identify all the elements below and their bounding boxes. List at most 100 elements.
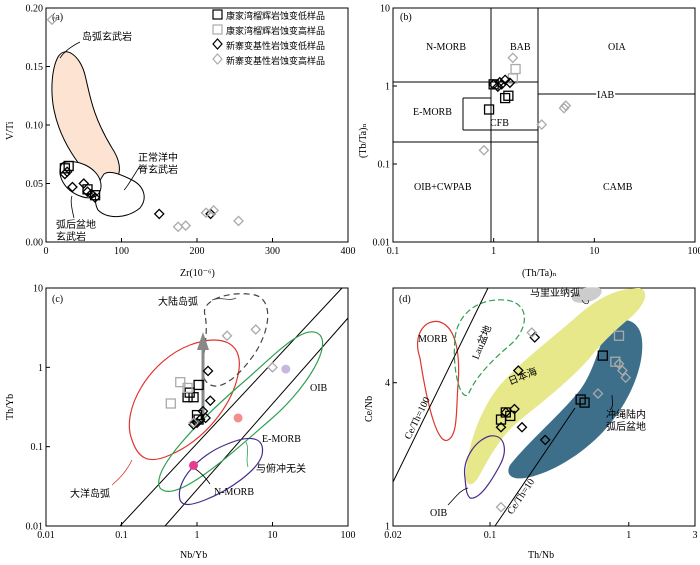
x-tick-label: 400 (341, 246, 356, 257)
legend-marker-1 (213, 10, 222, 19)
unrelated-label: 与俯冲无关 (256, 462, 306, 475)
data-point-diamond (234, 216, 243, 225)
y-tick-label: 0.05 (26, 179, 44, 190)
data-point-diamond (479, 146, 488, 155)
y-tick-label: 10 (380, 4, 390, 15)
morb-label-1: 正常洋中 (138, 151, 178, 164)
morb-field (96, 172, 145, 216)
oceanic-arc-label: 大洋岛弧 (70, 487, 110, 500)
y-axis-label-a: V/Ti (5, 121, 16, 140)
x-tick-label: 100 (114, 246, 129, 257)
morb-label-2: 脊玄武岩 (138, 163, 178, 176)
okinawa-label-1: 冲绳陆内 (606, 408, 646, 421)
nmorb-label: N-MORB (214, 487, 254, 498)
x-tick-label: 100 (341, 530, 356, 541)
x-tick-label: 0.1 (115, 530, 128, 541)
data-point-diamond (174, 222, 183, 231)
x-tick-label: 100 (688, 246, 700, 257)
oib-label: OIB (310, 383, 328, 394)
legend-label-2: 康家湾榴辉岩蚀变高样品 (226, 25, 325, 36)
x-axis-label-b: (Th/Ta)ₙ (522, 268, 557, 279)
field-label-emorb: E-MORB (413, 107, 452, 118)
legend-label-1: 康家湾榴辉岩蚀变低样品 (226, 10, 325, 21)
legend-marker-2 (213, 25, 222, 34)
c-leader-oc-arc (112, 460, 132, 485)
y-tick-label: 10 (33, 284, 43, 295)
panel-d-label: (d) (399, 294, 411, 305)
field-label-oia: OIA (608, 42, 627, 53)
d-leader-oib (448, 488, 468, 505)
y-tick-label: 0.20 (26, 4, 44, 15)
y-tick-label: 0.15 (26, 62, 44, 73)
field-label-cfb: CFB (490, 118, 509, 129)
field-label-oib-cwpab: OIB+CWPAB (414, 182, 472, 193)
legend-marker-3 (213, 39, 222, 49)
data-point-square (501, 94, 510, 103)
x-tick-label: 0 (44, 246, 49, 257)
reference-point-n-morb (189, 461, 198, 470)
x-tick-label: 300 (265, 246, 280, 257)
y-tick-label: 0.1 (31, 442, 44, 453)
y-tick-label: 1 (385, 82, 390, 93)
x-axis-label-d: Th/Nb (528, 550, 554, 560)
okinawa-label-2: 弧后盆地 (606, 420, 646, 433)
y-tick-label: 0.01 (373, 238, 391, 249)
data-point-square (504, 91, 513, 100)
island-arc-label: 岛弧玄武岩 (82, 30, 132, 43)
oib-label-d: OIB (430, 508, 448, 519)
panel-c-label: (c) (52, 294, 63, 305)
y-tick-label: 0.01 (26, 522, 44, 533)
enrichment-arrow-head (197, 332, 209, 350)
data-point-diamond (206, 396, 215, 405)
ce-th-10-label: Ce/Th=10 (505, 477, 537, 517)
y-tick-label: 0.1 (378, 160, 391, 171)
panel-b-label: (b) (400, 12, 412, 23)
legend: 康家湾榴辉岩蚀变低样品 康家湾榴辉岩蚀变高样品 新寨变基性岩蚀变低样品 新寨变基… (213, 10, 325, 66)
field-label-camb: CAMB (603, 182, 633, 193)
backarc-label-2: 玄武岩 (56, 230, 86, 243)
x-tick-label: 1 (195, 530, 200, 541)
legend-label-4: 新寨变基性岩蚀变高样品 (226, 55, 325, 66)
y-axis-label-c: Th/Yb (5, 394, 16, 420)
x-axis-label-c: Nb/Yb (180, 550, 207, 560)
data-point-diamond (223, 331, 232, 340)
y-tick-label: 4 (385, 378, 390, 389)
c-leader-unrelated (246, 442, 248, 467)
data-point-diamond (251, 325, 260, 334)
data-point-diamond (268, 363, 277, 372)
field-label-nmorb: N-MORB (426, 42, 466, 53)
field-label-bab: BAB (510, 42, 531, 53)
y-tick-label: 1 (38, 363, 43, 374)
morb-label-d: MORB (418, 334, 448, 345)
data-point-diamond (181, 221, 190, 230)
data-point-diamond (517, 423, 526, 432)
data-point-diamond (508, 53, 517, 62)
x-tick-label: 10 (589, 246, 599, 257)
x-tick-label: 1 (491, 246, 496, 257)
legend-marker-4 (213, 54, 222, 64)
reference-point-oib (281, 365, 290, 374)
y-axis-label-d: Ce/Nb (364, 396, 375, 422)
x-tick-label: 1 (626, 530, 631, 541)
y-axis-label-b: (Tb/Ta)ₙ (358, 123, 369, 158)
x-tick-label: 3 (693, 530, 698, 541)
data-point-square (166, 399, 175, 408)
marianas-label: 马里亚纳弧 (530, 286, 580, 299)
field-label-iab: IAB (597, 90, 615, 101)
ce-th-100-label: Ce/Th=100 (403, 395, 433, 441)
backarc-pointer (71, 196, 74, 218)
x-tick-label: 0.1 (484, 530, 497, 541)
x-tick-label: 10 (268, 530, 278, 541)
y-tick-label: 1 (385, 522, 390, 533)
legend-label-3: 新寨变基性岩蚀变低样品 (226, 40, 325, 51)
continental-arc-label: 大陆岛弧 (158, 295, 198, 308)
data-point-diamond (537, 120, 546, 129)
reference-point-e-morb (234, 413, 243, 422)
data-point-diamond (496, 503, 505, 512)
data-point-diamond (204, 366, 213, 375)
y-tick-label: 0.10 (26, 121, 44, 132)
